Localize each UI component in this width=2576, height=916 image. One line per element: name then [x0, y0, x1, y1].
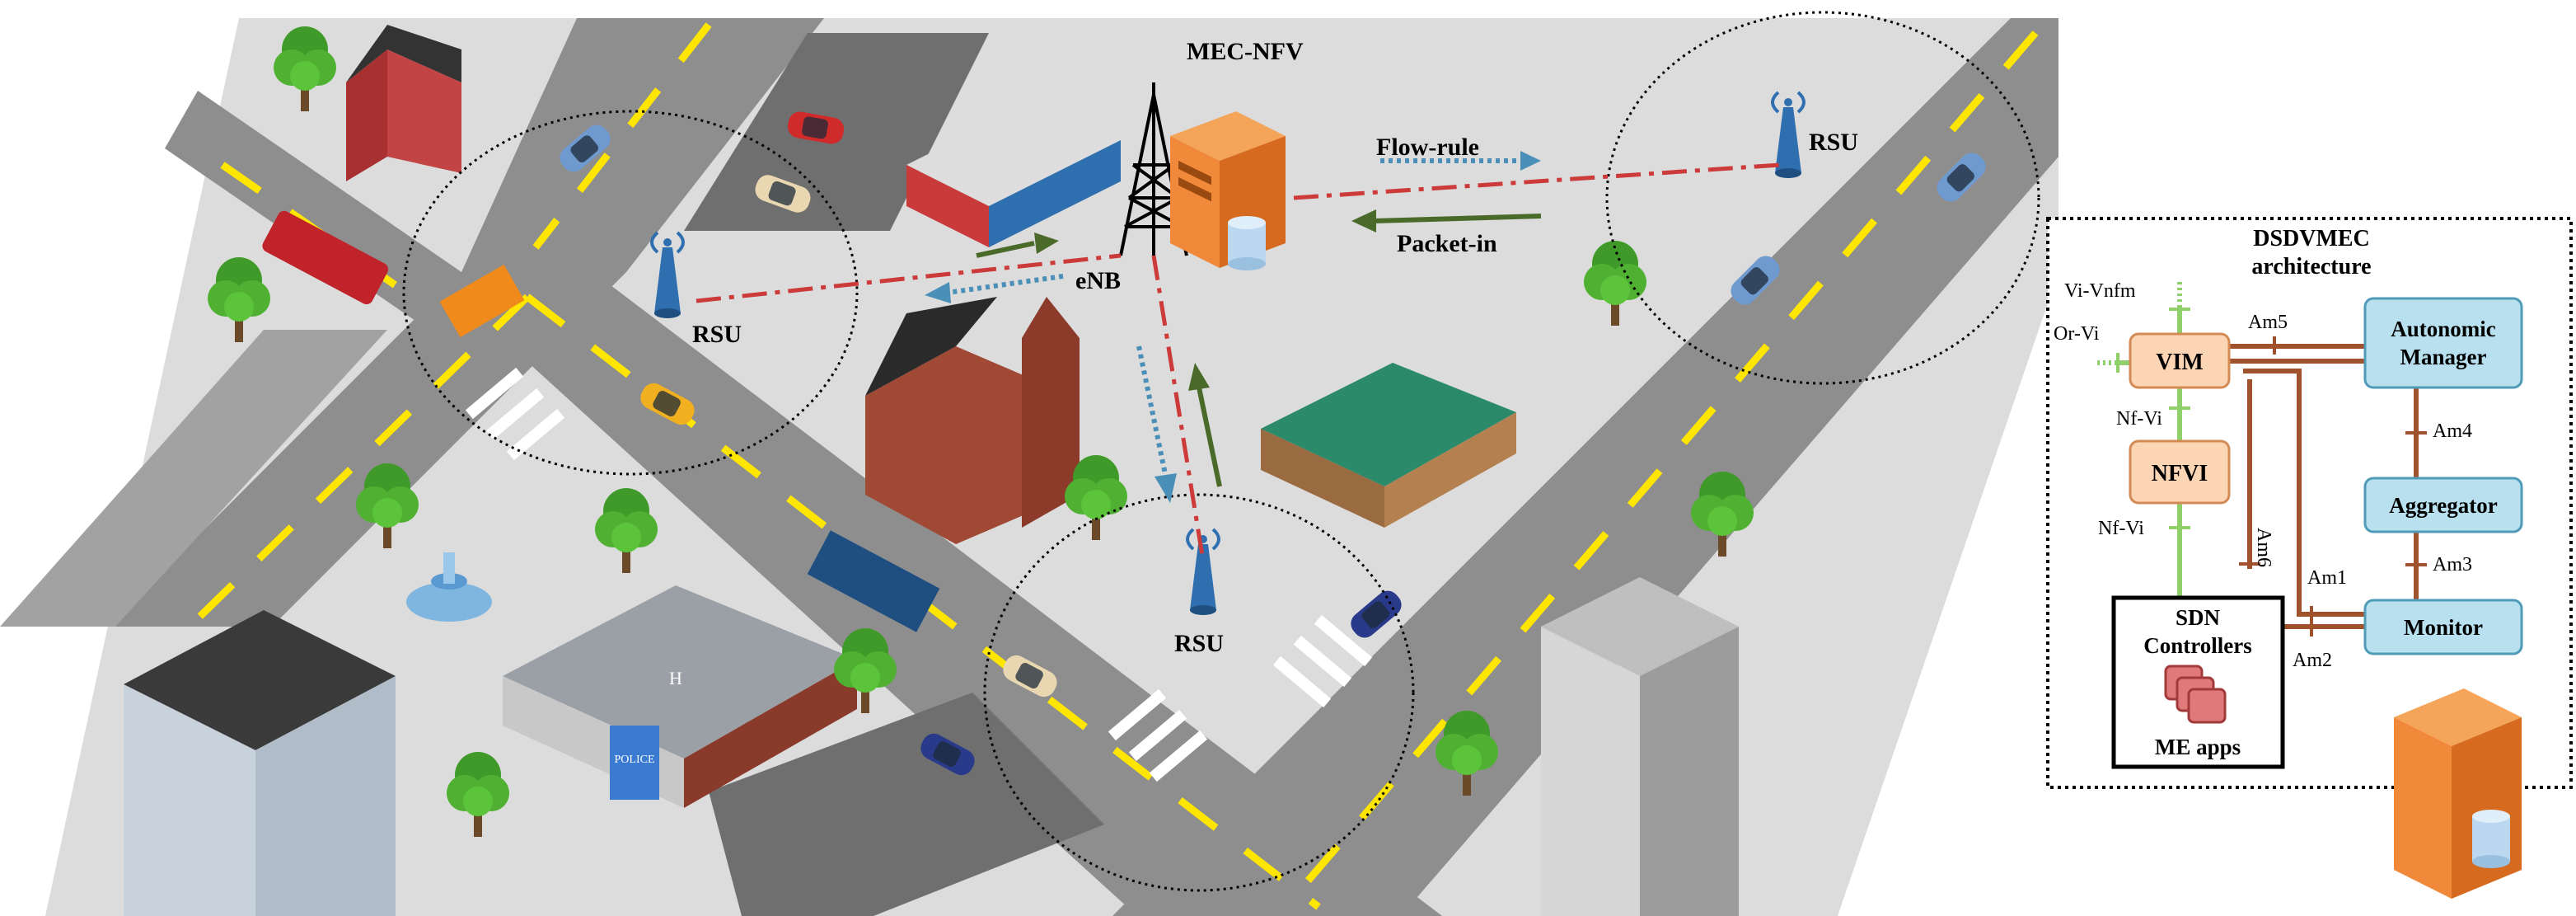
ref-nf-vi-2: Nf-Vi	[2098, 518, 2144, 539]
me-apps-label: ME apps	[2155, 735, 2241, 759]
ref-nf-vi-1: Nf-Vi	[2116, 408, 2162, 430]
rsu-left-label: RSU	[692, 321, 742, 348]
rsu-bottom-label: RSU	[1174, 630, 1224, 657]
autonomic-label-line2: Manager	[2400, 345, 2487, 369]
truck-blue	[807, 530, 940, 632]
parking-lot-bottom	[709, 693, 1104, 916]
fountain	[406, 552, 492, 622]
uplink-arrow-left	[976, 233, 1059, 258]
interface-ticks	[2116, 308, 2427, 637]
rsu-coverage-left	[402, 110, 859, 476]
dsdvmec-architecture-panel: DSDVMEC architecture	[2046, 217, 2573, 899]
aggregator-box	[2363, 477, 2523, 533]
police-sign: POLICE	[615, 754, 655, 766]
rsu-coverage-bottom	[983, 493, 1415, 892]
autonomic-manager-box	[2363, 297, 2523, 389]
wireless-links	[696, 162, 1781, 561]
building-blue-apartments	[124, 610, 396, 916]
bus-red	[262, 210, 389, 305]
ref-or-vi: Or-Vi	[2054, 323, 2100, 345]
city-scene: POLICE H	[0, 18, 2058, 916]
aggregator-label: Aggregator	[2389, 493, 2497, 518]
building-red-townhouse	[346, 25, 461, 181]
uplink-arrow-bottom	[1188, 363, 1222, 487]
network-overlay: RSU RSU RSU eNB MEC-NFV	[402, 11, 2040, 892]
architecture-server-icon	[2394, 688, 2522, 899]
vim-box	[2129, 332, 2231, 389]
rsu-coverage-top-right	[1605, 11, 2040, 385]
nfv-links	[2118, 307, 2182, 598]
ref-am2: Am2	[2293, 650, 2332, 671]
packet-in-label: Packet-in	[1397, 230, 1497, 257]
building-church	[865, 297, 1080, 544]
autonomic-label-line1: Autonomic	[2391, 317, 2496, 341]
sdn-label-line1: SDN	[2176, 605, 2221, 630]
sdn-label-line2: Controllers	[2143, 633, 2251, 658]
database-icon	[1228, 216, 1266, 270]
ref-am5: Am5	[2248, 312, 2288, 333]
downlink-arrow-left	[925, 274, 1064, 303]
ref-am4: Am4	[2433, 420, 2472, 442]
monitor-box	[2363, 599, 2523, 655]
truck-orange	[439, 264, 525, 338]
nfv-link-stubs	[2097, 282, 2182, 365]
ref-am6: Am6	[2253, 528, 2274, 567]
road-north	[461, 18, 824, 272]
helipad-mark: H	[669, 668, 682, 688]
crosswalks	[465, 367, 1373, 782]
ref-vi-vnfm: Vi-Vnfm	[2064, 280, 2136, 302]
architecture-title-line1: DSDVMEC	[2253, 226, 2370, 251]
building-school	[1261, 363, 1516, 528]
road-southwest	[107, 272, 626, 627]
packet-in-arrow	[1351, 209, 1542, 233]
nfvi-box	[2129, 439, 2231, 505]
architecture-title-line2: architecture	[2251, 254, 2371, 279]
building-tower	[1541, 577, 1739, 916]
me-apps-icon	[2164, 665, 2227, 724]
building-police-station: POLICE H	[503, 585, 857, 808]
ref-am3: Am3	[2433, 554, 2472, 575]
downlink-arrow-bottom	[1136, 345, 1177, 503]
vim-label: VIM	[2156, 350, 2204, 375]
nfvi-label: NFVI	[2152, 461, 2208, 486]
monitor-label: Monitor	[2404, 615, 2483, 640]
flow-rule-arrow	[1380, 151, 1541, 171]
main-road-northeast	[1112, 18, 2058, 916]
rsu-top-right-label: RSU	[1809, 129, 1858, 156]
ref-am1: Am1	[2307, 567, 2347, 589]
building-store	[906, 99, 1121, 247]
flow-rule-label: Flow-rule	[1376, 134, 1479, 161]
enb-label: eNB	[1075, 267, 1121, 294]
vehicles	[262, 110, 1991, 780]
mec-nfv-label: MEC-NFV	[1187, 38, 1304, 65]
road-west	[0, 330, 387, 627]
